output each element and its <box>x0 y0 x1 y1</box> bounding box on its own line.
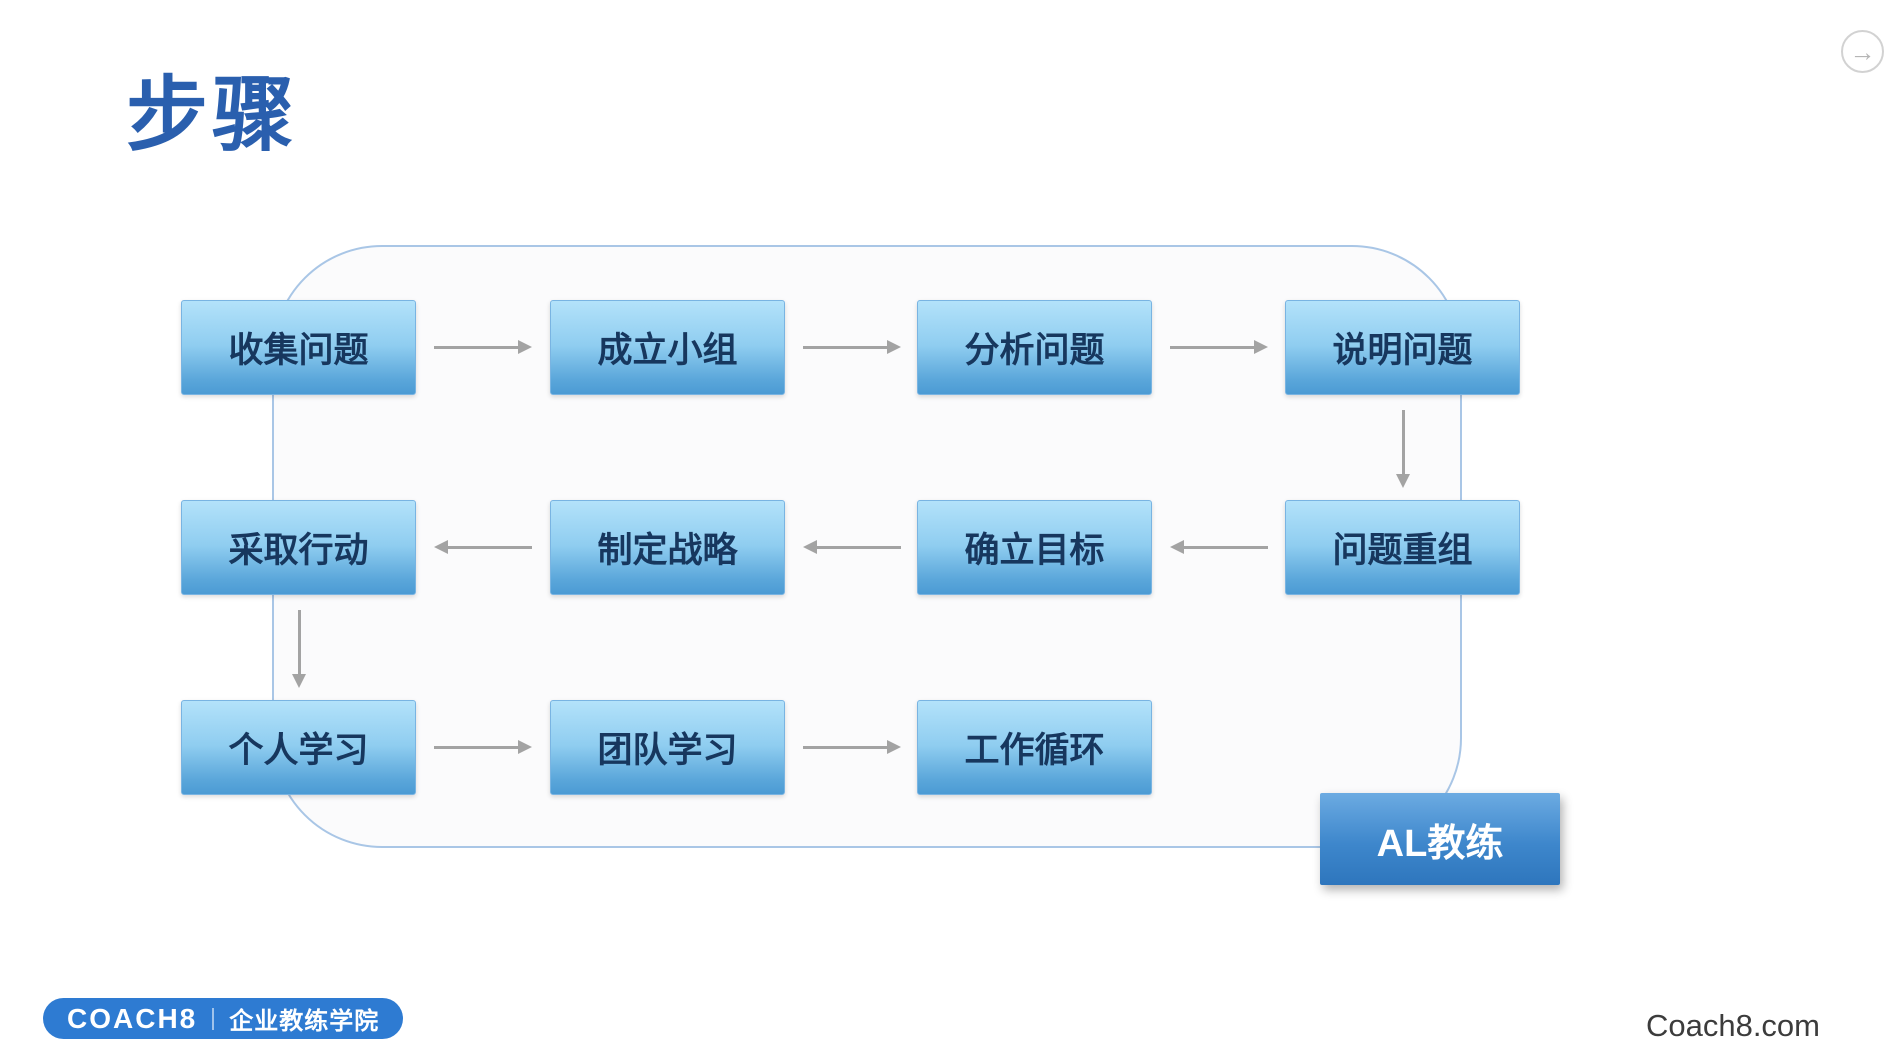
arrow-left-icon <box>803 540 901 554</box>
arrow-down-icon <box>1396 410 1410 488</box>
node-team-learning: 团队学习 <box>550 700 785 795</box>
arrow-left-icon <box>1170 540 1268 554</box>
next-slide-button[interactable]: → <box>1841 30 1884 73</box>
logo-divider <box>212 1007 215 1030</box>
node-collect-issues: 收集问题 <box>181 300 416 395</box>
arrow-right-icon <box>1170 340 1268 354</box>
footer-logo-pill: COACH8 企业教练学院 <box>43 998 404 1039</box>
academy-label: 企业教练学院 <box>229 1008 380 1035</box>
node-make-strategy: 制定战略 <box>550 500 785 595</box>
node-explain-issue: 说明问题 <box>1285 300 1520 395</box>
node-regroup-issue: 问题重组 <box>1285 500 1520 595</box>
coach8-logo: COACH8 <box>67 1002 198 1034</box>
node-personal-learning: 个人学习 <box>181 700 416 795</box>
arrow-right-icon <box>803 340 901 354</box>
arrow-right-icon <box>434 740 532 754</box>
arrow-right-icon: → <box>1849 36 1876 67</box>
node-analyze-issue: 分析问题 <box>917 300 1152 395</box>
arrow-right-icon <box>803 740 901 754</box>
slide-title: 步骤 <box>126 70 299 161</box>
arrow-down-icon <box>292 610 306 688</box>
node-set-goals: 确立目标 <box>917 500 1152 595</box>
arrow-right-icon <box>434 340 532 354</box>
node-take-action: 采取行动 <box>181 500 416 595</box>
arrow-left-icon <box>434 540 532 554</box>
node-form-team: 成立小组 <box>550 300 785 395</box>
node-al-coach: AL教练 <box>1320 793 1560 885</box>
site-url: Coach8.com <box>1645 1008 1820 1043</box>
node-work-cycle: 工作循环 <box>917 700 1152 795</box>
